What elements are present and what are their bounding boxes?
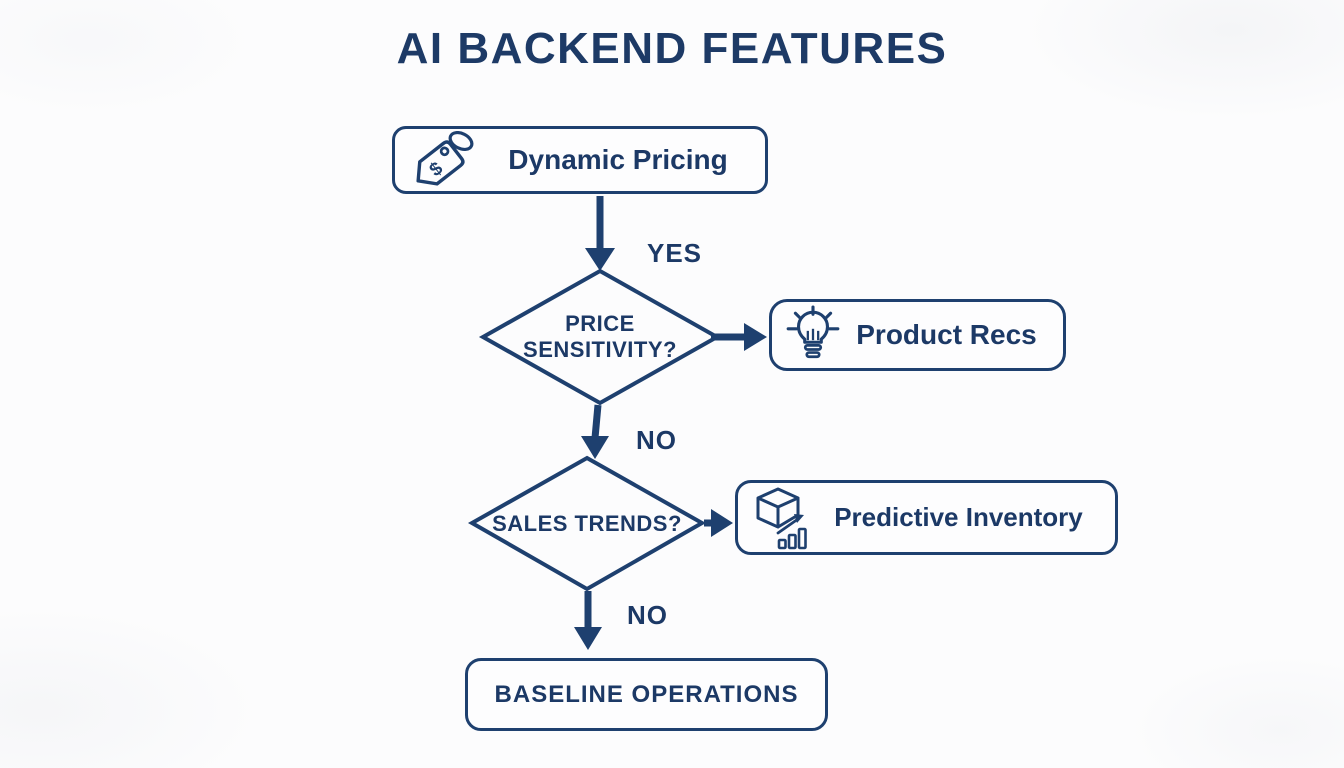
node-predictive-inventory: Predictive Inventory [735,480,1118,555]
node-label-product-recs: Product Recs [856,319,1037,350]
package-chart-icon [750,485,814,551]
decision-label-line2: SENSITIVITY? [523,337,677,362]
arrow-right-to-predictive-inventory [704,509,733,537]
edge-label-no-2: NO [627,600,668,630]
arrow-right-to-product-recs [711,323,767,351]
lightbulb-icon [784,305,842,365]
decision-label: SALES TRENDS? [492,510,682,536]
node-label-baseline-operations: BASELINE OPERATIONS [494,680,799,708]
arrow-down-no-2 [574,591,602,650]
node-label-predictive-inventory: Predictive Inventory [834,502,1083,532]
arrow-down-yes [585,196,615,271]
decision-price-sensitivity-shape [478,268,722,406]
node-price-sensitivity: PRICE SENSITIVITY? [483,271,717,403]
node-baseline-operations: BASELINE OPERATIONS [465,658,828,731]
node-sales-trends: SALES TRENDS? [472,458,702,589]
edge-label-no-1: NO [636,425,677,455]
decision-label-line1: PRICE [565,311,635,337]
node-product-recs: Product Recs [769,299,1066,371]
node-label-dynamic-pricing: Dynamic Pricing [508,144,728,175]
arrow-down-no-1 [581,404,609,459]
page-title: AI BACKEND FEATURES [396,24,948,73]
edge-label-yes: YES [647,238,703,268]
price-tag-icon: $ [411,131,487,189]
decision-sales-trends-shape [467,455,707,592]
node-dynamic-pricing: $ Dynamic Pricing [392,126,768,194]
